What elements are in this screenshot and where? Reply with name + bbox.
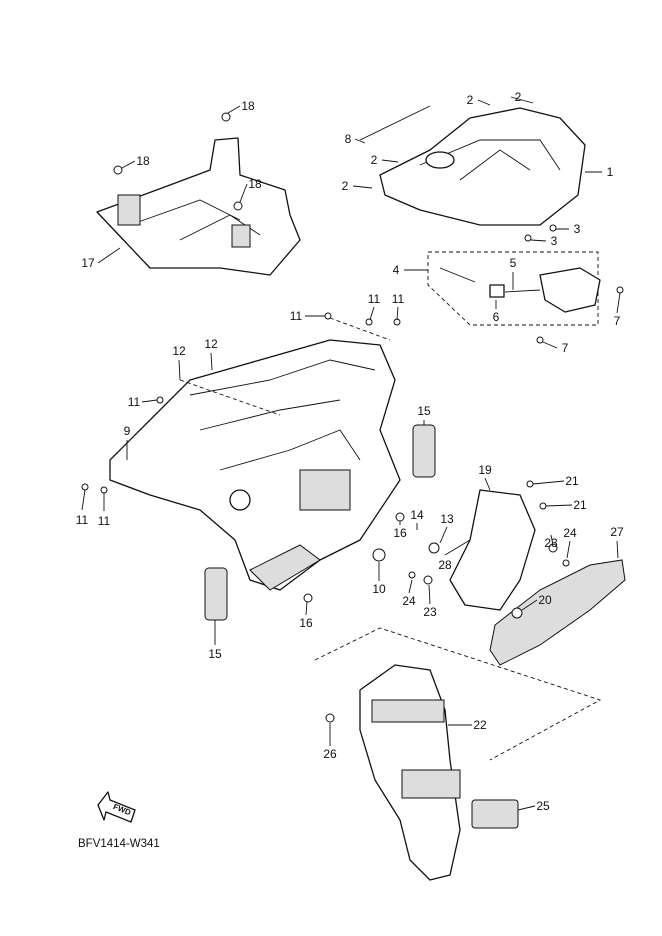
tail-cover-part-1 xyxy=(379,107,586,226)
rear-frame-part-9 xyxy=(109,317,401,591)
callout-23: 23 xyxy=(544,536,558,550)
reflector-part-15-lower xyxy=(204,567,228,621)
callout-11: 11 xyxy=(368,292,381,306)
callout-4: 4 xyxy=(393,263,400,277)
callout-26: 26 xyxy=(323,747,337,761)
callout-7: 7 xyxy=(562,341,569,355)
callout-16: 16 xyxy=(393,526,407,540)
callout-11: 11 xyxy=(392,292,405,306)
fender-assembly-box xyxy=(314,627,602,761)
callout-2: 2 xyxy=(342,179,349,193)
light-assembly-box xyxy=(427,251,599,326)
callout-25: 25 xyxy=(536,799,550,813)
callout-3: 3 xyxy=(574,222,581,236)
callout-21: 21 xyxy=(565,474,579,488)
callout-18: 18 xyxy=(136,154,150,168)
diagram-code: BFV1414-W341 xyxy=(78,838,160,850)
callout-7: 7 xyxy=(614,314,621,328)
callout-10: 10 xyxy=(372,582,386,596)
callout-2: 2 xyxy=(467,93,474,107)
callout-12: 12 xyxy=(204,337,218,351)
callout-11: 11 xyxy=(98,514,111,528)
callout-18: 18 xyxy=(248,177,262,191)
license-light-part-5 xyxy=(439,267,601,313)
under-cover-part-17 xyxy=(96,137,301,276)
callout-22: 22 xyxy=(473,718,487,732)
guard-part-27 xyxy=(489,559,626,666)
callout-9: 9 xyxy=(124,424,131,438)
callout-20: 20 xyxy=(538,593,552,607)
callout-14: 14 xyxy=(410,508,424,522)
reflector-part-15-upper xyxy=(412,424,436,478)
leader-lines xyxy=(81,96,621,811)
callout-18: 18 xyxy=(241,99,255,113)
callout-19: 19 xyxy=(478,463,492,477)
callout-11: 11 xyxy=(76,513,89,527)
callout-11: 11 xyxy=(128,395,141,409)
callout-8: 8 xyxy=(345,132,352,146)
callout-labels: 18 18 18 17 2 2 8 2 2 1 3 3 4 5 6 7 7 11… xyxy=(76,90,624,813)
callout-5: 5 xyxy=(510,256,517,270)
callout-23: 23 xyxy=(423,605,437,619)
rear-fender-part-22 xyxy=(359,664,461,881)
callout-11: 11 xyxy=(290,309,303,323)
bracket-part-19 xyxy=(449,489,536,611)
callout-21: 21 xyxy=(573,498,587,512)
callout-16: 16 xyxy=(299,616,313,630)
callout-15: 15 xyxy=(208,647,222,661)
strap-part-8 xyxy=(359,105,431,141)
callout-15: 15 xyxy=(417,404,431,418)
callout-24: 24 xyxy=(402,594,416,608)
fwd-arrow-icon: FWD xyxy=(97,791,136,823)
callout-1: 1 xyxy=(607,165,614,179)
callout-2: 2 xyxy=(371,153,378,167)
callout-24: 24 xyxy=(563,526,577,540)
callout-12: 12 xyxy=(172,344,186,358)
callout-2: 2 xyxy=(515,90,522,104)
callout-17: 17 xyxy=(81,256,95,270)
callout-6: 6 xyxy=(493,310,500,324)
callout-3: 3 xyxy=(551,234,558,248)
reflector-part-25 xyxy=(471,799,519,829)
callout-27: 27 xyxy=(610,525,624,539)
callout-28: 28 xyxy=(438,558,452,572)
callout-13: 13 xyxy=(440,512,454,526)
